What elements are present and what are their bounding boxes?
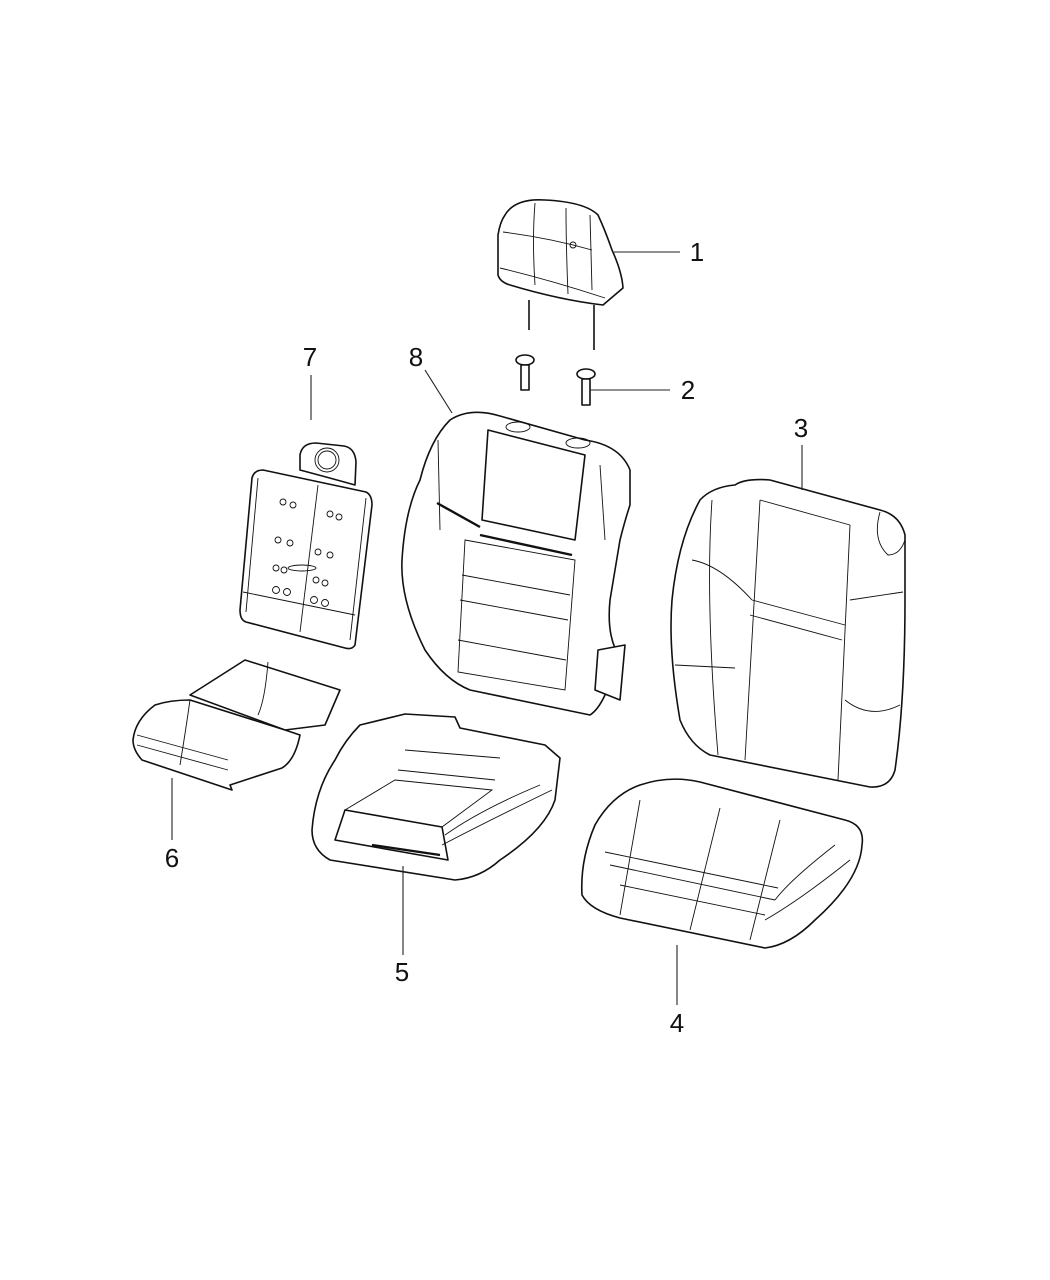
callout-3: 3 bbox=[793, 413, 809, 443]
part-back-frame[interactable] bbox=[401, 411, 631, 716]
callout-7: 7 bbox=[302, 342, 318, 372]
callout-5: 5 bbox=[394, 957, 410, 987]
callout-6: 6 bbox=[164, 843, 180, 873]
part-headrest[interactable] bbox=[497, 198, 624, 350]
leader-lines bbox=[171, 251, 803, 1005]
callout-2: 2 bbox=[680, 375, 696, 405]
part-guide-sleeves[interactable] bbox=[515, 354, 596, 406]
callout-1: 1 bbox=[689, 237, 705, 267]
callout-8: 8 bbox=[408, 342, 424, 372]
part-cushion-frame[interactable] bbox=[311, 713, 561, 881]
part-back-cover[interactable] bbox=[670, 478, 906, 788]
part-cushion-pad[interactable] bbox=[132, 659, 341, 791]
part-back-panel[interactable] bbox=[239, 442, 373, 650]
part-cushion-cover[interactable] bbox=[580, 778, 864, 949]
callout-4: 4 bbox=[669, 1008, 685, 1038]
